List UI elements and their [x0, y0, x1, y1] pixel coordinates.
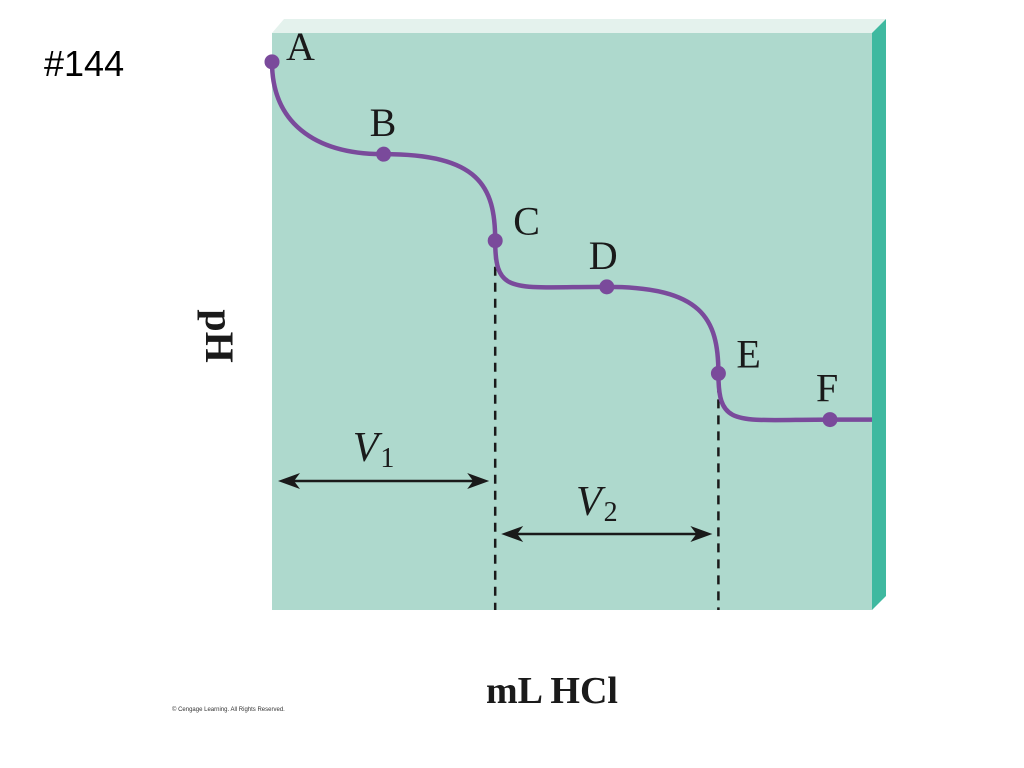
volume-arrowhead-2-left — [501, 526, 524, 542]
point-labels: A B C D E F — [286, 24, 838, 411]
volume-symbol-2: V — [576, 479, 606, 525]
curve-points — [264, 54, 838, 428]
point-b — [376, 146, 392, 162]
volume-arrowhead-2-right — [690, 526, 713, 542]
point-a — [264, 54, 280, 70]
point-label-a: A — [286, 24, 315, 69]
point-d — [599, 279, 615, 295]
volume-label-2: V2 — [576, 479, 618, 528]
point-label-b: B — [370, 100, 397, 145]
slide-number: #144 — [44, 43, 125, 84]
plot-panel — [272, 33, 872, 610]
volume-symbol-1: V — [353, 425, 383, 471]
point-label-c: C — [513, 199, 540, 244]
point-f — [822, 412, 838, 428]
volume-label-1: V1 — [353, 425, 395, 474]
point-label-e: E — [736, 331, 760, 376]
titration-curve — [269, 61, 872, 423]
copyright-notice: © Cengage Learning. All Rights Reserved. — [172, 707, 285, 713]
equivalence-lines — [493, 250, 720, 610]
point-e — [710, 365, 726, 381]
panel-side-face — [872, 19, 886, 610]
volume-subscript-2: 2 — [604, 497, 618, 528]
point-label-f: F — [816, 366, 838, 411]
volume-arrowhead-1-left — [278, 473, 300, 489]
volume-arrows — [278, 473, 713, 542]
panel-top-edge — [272, 19, 886, 33]
volume-subscript-1: 1 — [380, 443, 394, 474]
volume-arrowhead-1-right — [467, 473, 490, 489]
y-axis-label: pH — [197, 309, 242, 362]
x-axis-label: mL HCl — [486, 670, 618, 712]
point-label-d: D — [589, 233, 618, 278]
point-c — [487, 233, 503, 249]
